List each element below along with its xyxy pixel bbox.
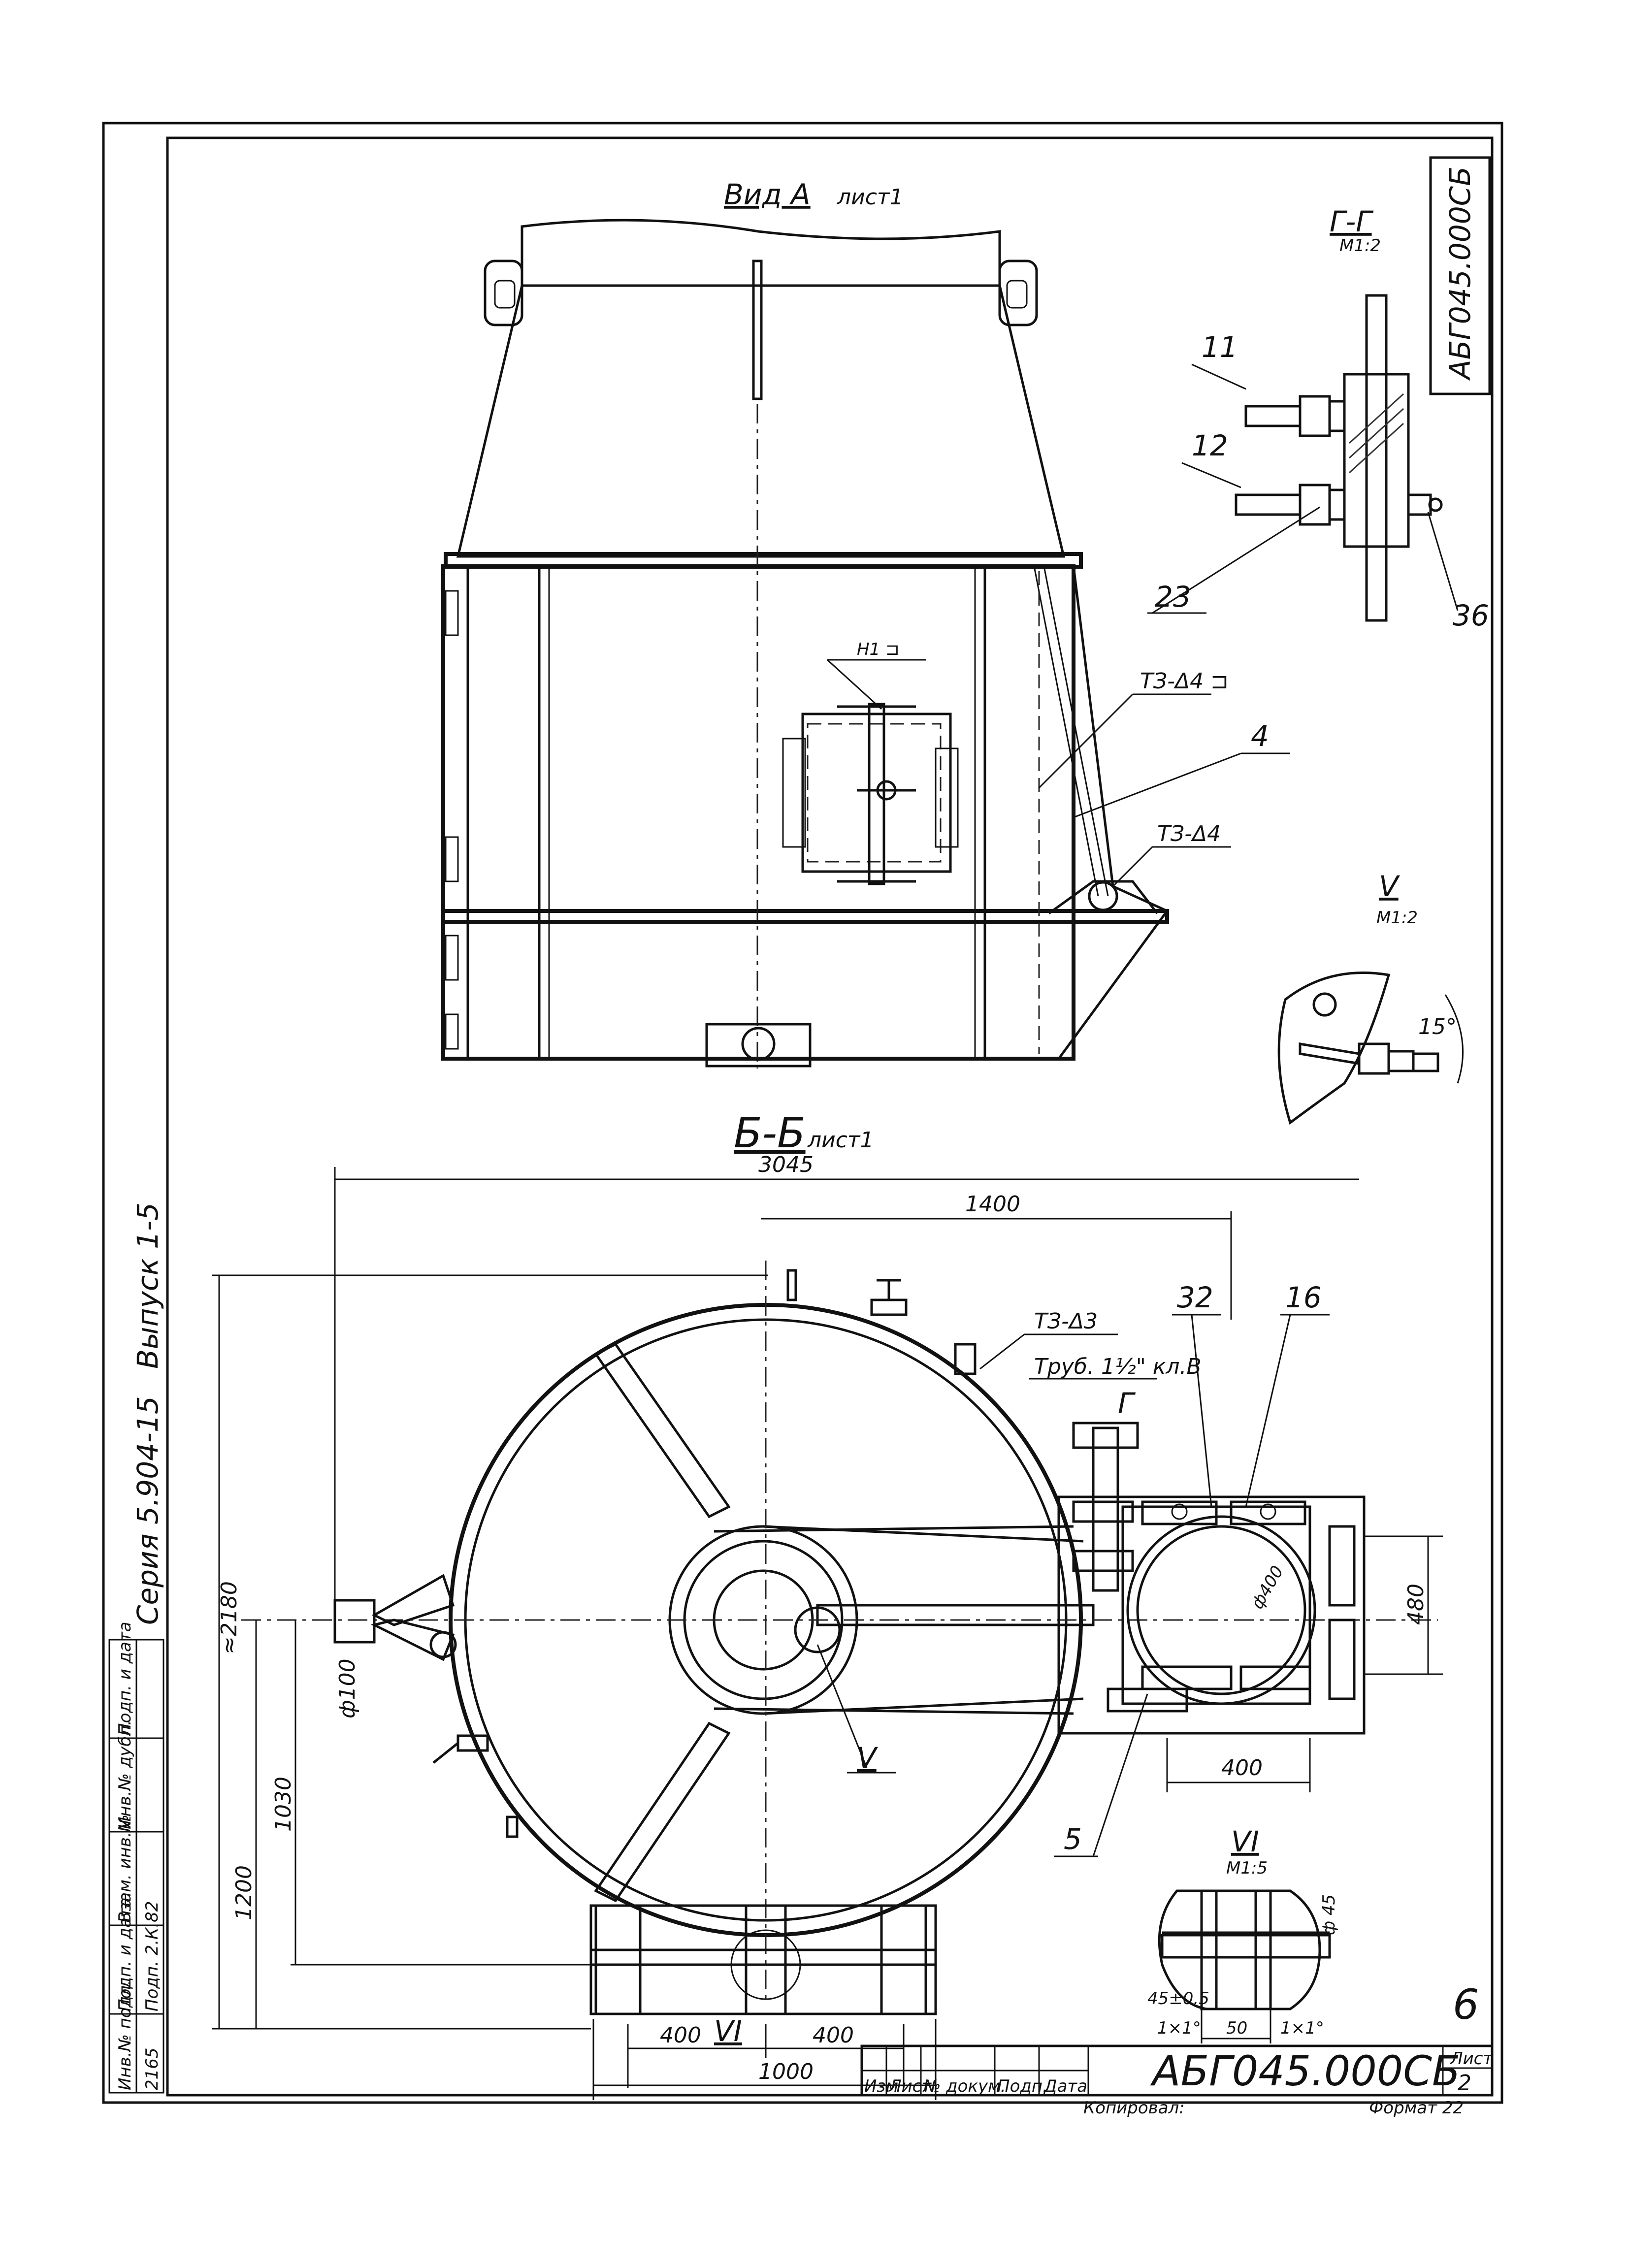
callout-5: 5: [1064, 1822, 1082, 1856]
callout-h1: Н1 ⊐: [857, 640, 900, 659]
detail-vi-title: VI: [1231, 1825, 1259, 1858]
left-stamp: Инв.№ подл. Подп. и дата Взам. инв.№ Инв…: [108, 1621, 164, 2094]
callout-11: 11: [1202, 330, 1238, 364]
fit-right: 1×1°: [1280, 2018, 1324, 2038]
page-number: 6: [1453, 1980, 1479, 2029]
dim-400-mid: 400: [813, 2023, 854, 2048]
dim-50: 50: [1226, 2018, 1247, 2038]
format-label: Формат 22: [1369, 2098, 1464, 2118]
dim-1000: 1000: [758, 2059, 814, 2084]
callout-t3-d3: ТЗ-Δ3: [1034, 1309, 1098, 1334]
flange-opening: [1126, 1515, 1316, 1705]
dim-3045: 3045: [758, 1152, 814, 1177]
dim-1030: 1030: [271, 1777, 296, 1832]
tb-sheet-label: Лист: [1449, 2049, 1493, 2069]
view-a: Вид А лист1: [441, 178, 1290, 1069]
callout-32: 32: [1177, 1281, 1213, 1314]
main-box: [441, 564, 1075, 1061]
callout-t3-d4: ТЗ-Δ4: [1157, 821, 1221, 846]
section-gg: Г-Г М1:2 11 12 23 36: [1147, 205, 1489, 632]
detail-vi-scale: М1:5: [1226, 1858, 1268, 1878]
dim-480: 480: [1403, 1584, 1429, 1625]
callout-16: 16: [1285, 1281, 1322, 1314]
section-bb-title: Б-Б: [734, 1109, 806, 1157]
bottom-drain: [705, 1023, 812, 1068]
callout-36: 36: [1453, 599, 1489, 632]
callout-4: 4: [1251, 719, 1269, 753]
callout-t3-d4-box: ТЗ-Δ4 ⊐: [1140, 669, 1229, 694]
inspection-hatch: [801, 713, 952, 873]
dim-400-right: 400: [1221, 1755, 1263, 1781]
base-frame: [589, 1904, 937, 2015]
top-drawing-number: АБГ045.000СБ: [1443, 166, 1477, 381]
dim-2180: ≈2180: [217, 1581, 242, 1654]
issue-label: Выпуск 1-5: [131, 1202, 164, 1369]
view-a-sheet: лист1: [837, 185, 904, 210]
angle-15: 15°: [1418, 1014, 1457, 1039]
dim-phi45: ф 45: [1319, 1894, 1339, 1935]
label-g: Г: [1118, 1387, 1136, 1420]
stamp-col-4: Подп. и дата: [115, 1621, 135, 1736]
dim-phi100: ф100: [335, 1658, 360, 1718]
dim-1200: 1200: [231, 1865, 257, 1920]
stamp-val-0: 2165: [142, 2047, 162, 2090]
outer-frame: [102, 122, 1503, 2104]
tb-col-2: № докум.: [922, 2076, 1006, 2096]
stamp-val-1: Подп. 2.К.82: [142, 1901, 162, 2011]
dim-phi400: ф400: [1247, 1562, 1288, 1612]
detail-v: V М1:2 15°: [1277, 870, 1464, 1125]
tb-col-3: Подп.: [997, 2076, 1048, 2096]
section-gg-scale: М1:2: [1339, 236, 1381, 256]
top-number-box: АБГ045.000СБ: [1429, 156, 1491, 395]
left-nozzle: [333, 1599, 376, 1644]
label-vi-roman: VI: [714, 2014, 742, 2048]
tb-drawing-number: АБГ045.000СБ: [1150, 2047, 1461, 2095]
view-a-title: Вид А: [724, 178, 811, 211]
callout-pipe: Труб. 1½" кл.В: [1034, 1354, 1202, 1379]
flange-housing: [1057, 1495, 1366, 1735]
detail-v-title: V: [1379, 870, 1401, 903]
title-block: Изм Лист № докум. Подп. Дата АБГ045.000С…: [860, 2044, 1494, 2097]
middle-band: [441, 909, 1169, 924]
label-v-roman: V: [857, 1741, 879, 1775]
detail-v-scale: М1:2: [1376, 908, 1418, 928]
tb-col-4: Дата: [1043, 2076, 1087, 2096]
tb-sheet-number: 2: [1458, 2071, 1471, 2096]
left-ear: [484, 259, 523, 326]
inner-frame: [166, 136, 1494, 2097]
stamp-col-3: Инв.№ дубл.: [115, 1720, 135, 1829]
dim-45: 45±0.5: [1147, 1989, 1209, 2009]
callout-23: 23: [1155, 580, 1191, 614]
section-bb: Б-Б лист1 3045 1400: [212, 1109, 1443, 2100]
tb-col-0: Изм: [864, 2076, 898, 2096]
dim-400-left: 400: [660, 2023, 701, 2048]
detail-vi: VI М1:5 ф 45 50 45±0.5 1×1° 1×1°: [1147, 1825, 1339, 2043]
stamp-col-0: Инв.№ подл.: [115, 1980, 135, 2090]
copied-label: Копировал:: [1083, 2098, 1185, 2118]
section-gg-title: Г-Г: [1330, 205, 1374, 238]
stamp-col-1: Подп. и дата: [115, 1897, 135, 2011]
dim-1400: 1400: [965, 1192, 1020, 1217]
series-label: Серия 5.904-15: [131, 1396, 164, 1625]
stamp-col-2: Взам. инв.№: [115, 1814, 135, 1923]
callout-12: 12: [1192, 429, 1228, 462]
right-ear: [998, 259, 1038, 326]
hopper-top-body: [456, 219, 1066, 558]
fit-left: 1×1°: [1157, 2018, 1201, 2038]
section-bb-sheet: лист1: [807, 1128, 874, 1153]
tb-col-1: Лист: [888, 2076, 932, 2096]
